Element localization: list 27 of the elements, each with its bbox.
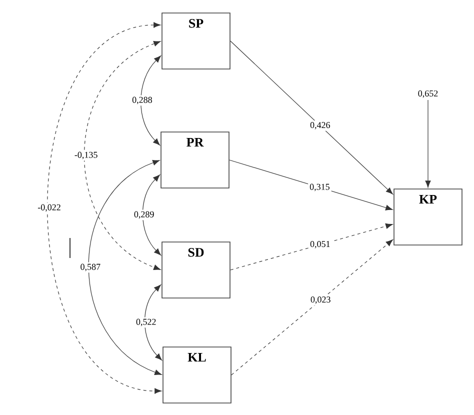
variable-box: PR xyxy=(160,132,230,188)
arrow xyxy=(142,174,162,256)
edge-label: -0,022 xyxy=(36,202,62,214)
arrow xyxy=(229,160,393,210)
variable-box: KL xyxy=(162,346,232,404)
arrow xyxy=(230,40,393,194)
edge-label: 0,315 xyxy=(308,182,332,193)
variable-box: SD xyxy=(162,242,230,298)
arrow xyxy=(144,284,162,360)
arrow xyxy=(230,223,393,270)
edge-label: 0,652 xyxy=(416,88,440,100)
edge-label: 0,587 xyxy=(78,262,102,273)
arrow xyxy=(425,100,431,188)
arrow xyxy=(140,56,162,146)
edge-label: 0,288 xyxy=(130,95,154,106)
edge-label: 0,522 xyxy=(134,317,158,328)
edge-label: 0,023 xyxy=(308,295,332,306)
arrow xyxy=(84,41,161,270)
edge-label: 0,051 xyxy=(308,240,332,250)
arrow xyxy=(47,22,162,394)
edge-label: 0,426 xyxy=(308,120,332,131)
variable-box: KP xyxy=(394,188,462,246)
edge-label: -0,135 xyxy=(72,150,100,161)
arrow xyxy=(88,160,162,375)
edge-label: 0,289 xyxy=(132,210,156,220)
arrow xyxy=(231,239,393,376)
variable-box: SP xyxy=(162,12,230,70)
